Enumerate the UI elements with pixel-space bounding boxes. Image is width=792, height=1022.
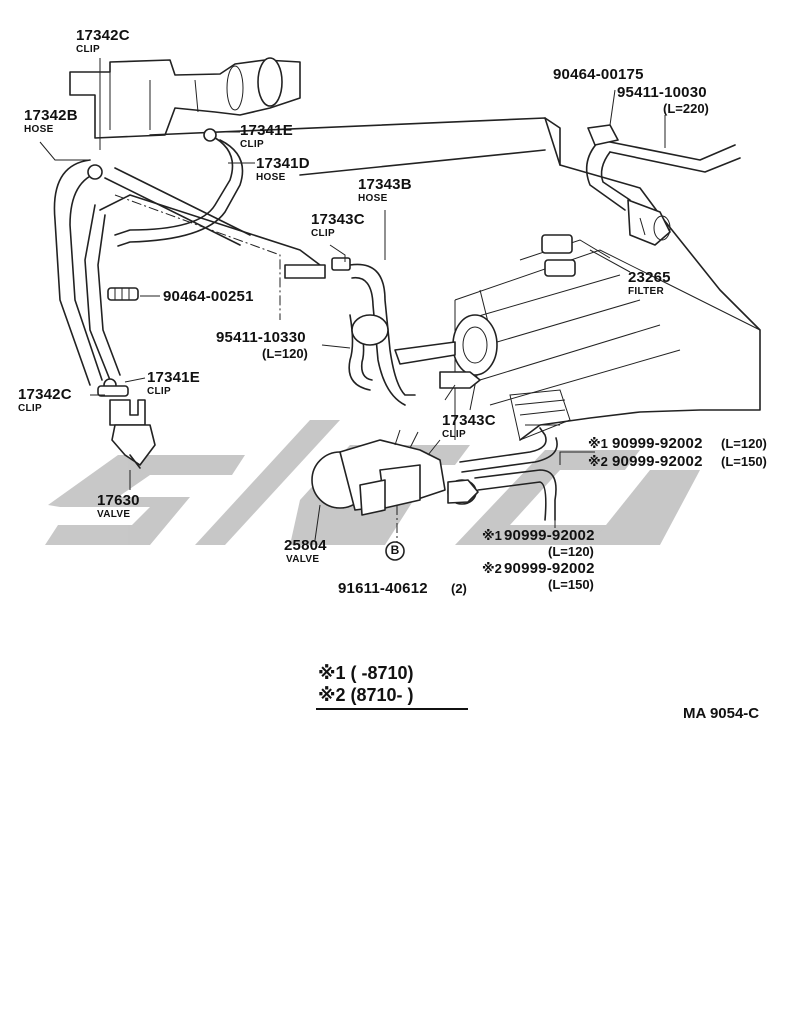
- label-17630-name: VALVE: [97, 509, 131, 520]
- label-bottom1-mark: ※1: [482, 528, 502, 543]
- engine-block: [149, 117, 761, 441]
- legend-row-2: ※2 (8710- ): [318, 685, 414, 705]
- label-17342c-top-name: CLIP: [76, 44, 100, 55]
- label-95411-10030-number: 95411-10030: [617, 84, 707, 101]
- label-17630-number: 17630: [97, 492, 140, 509]
- hose-17342b: [53, 159, 121, 392]
- label-right2-length: (L=150): [721, 454, 767, 469]
- clip-90464-00251: [107, 287, 139, 301]
- hose-17341d: [114, 128, 244, 247]
- label-17342c-bottom-number: 17342C: [18, 386, 72, 403]
- label-91611-40612-number: 91611-40612: [338, 580, 428, 597]
- label-17342c-top-number: 17342C: [76, 27, 130, 44]
- label-17342b-number: 17342B: [24, 107, 78, 124]
- label-bottom1-number: 90999-92002: [504, 527, 595, 544]
- label-23265-name: FILTER: [628, 286, 665, 297]
- label-17341d-name: HOSE: [256, 172, 286, 183]
- label-bottom1-length: (L=120): [548, 544, 594, 559]
- label-right2-number: 90999-92002: [612, 453, 703, 470]
- label-bottom2-number: 90999-92002: [504, 560, 595, 577]
- bolt-callout-letter: B: [390, 543, 400, 557]
- label-17341e-top-number: 17341E: [240, 122, 293, 139]
- label-95411-10030-length: (L=220): [663, 101, 709, 116]
- label-17341e-top-name: CLIP: [240, 139, 264, 150]
- filter-23265: [627, 199, 671, 246]
- label-bottom2-mark: ※2: [482, 561, 502, 576]
- label-17341d-number: 17341D: [256, 155, 310, 172]
- hose-95411-10030: [585, 124, 741, 211]
- valve-25804: [311, 429, 479, 516]
- label-17343c-top-number: 17343C: [311, 211, 365, 228]
- hose-17343b: [331, 257, 481, 406]
- bolt-callout-b: [385, 541, 405, 561]
- label-right2-mark: ※2: [588, 454, 608, 469]
- label-95411-10330-length: (L=120): [262, 346, 308, 361]
- label-23265-number: 23265: [628, 269, 671, 286]
- label-90464-00251: 90464-00251: [163, 288, 254, 305]
- label-95411-10330-number: 95411-10330: [216, 329, 306, 346]
- label-17343c-bottom-name: CLIP: [442, 429, 466, 440]
- hoses-90999-92002: [459, 427, 558, 521]
- label-17343c-top-name: CLIP: [311, 228, 335, 239]
- label-right1-number: 90999-92002: [612, 435, 703, 452]
- label-90464-00175: 90464-00175: [553, 66, 644, 83]
- label-17341e-bottom-number: 17341E: [147, 369, 200, 386]
- label-17343b-number: 17343B: [358, 176, 412, 193]
- label-25804-name: VALVE: [286, 554, 320, 565]
- label-17343b-name: HOSE: [358, 193, 388, 204]
- label-17341e-bottom-name: CLIP: [147, 386, 171, 397]
- label-17342b-name: HOSE: [24, 124, 54, 135]
- legend-row-1: ※1 ( -8710): [318, 663, 414, 683]
- valve-17630: [97, 385, 156, 469]
- label-right1-length: (L=120): [721, 436, 767, 451]
- diagram-code: MA 9054-C: [683, 705, 760, 722]
- legend-underline: [316, 708, 468, 710]
- label-17342c-bottom-name: CLIP: [18, 403, 42, 414]
- label-91611-40612-qty: (2): [451, 581, 467, 596]
- label-right1-mark: ※1: [588, 436, 608, 451]
- label-bottom2-length: (L=150): [548, 577, 594, 592]
- label-17343c-bottom-number: 17343C: [442, 412, 496, 429]
- label-25804-number: 25804: [284, 537, 327, 554]
- leader-lines: [39, 58, 666, 545]
- air-intake-duct: [69, 57, 301, 139]
